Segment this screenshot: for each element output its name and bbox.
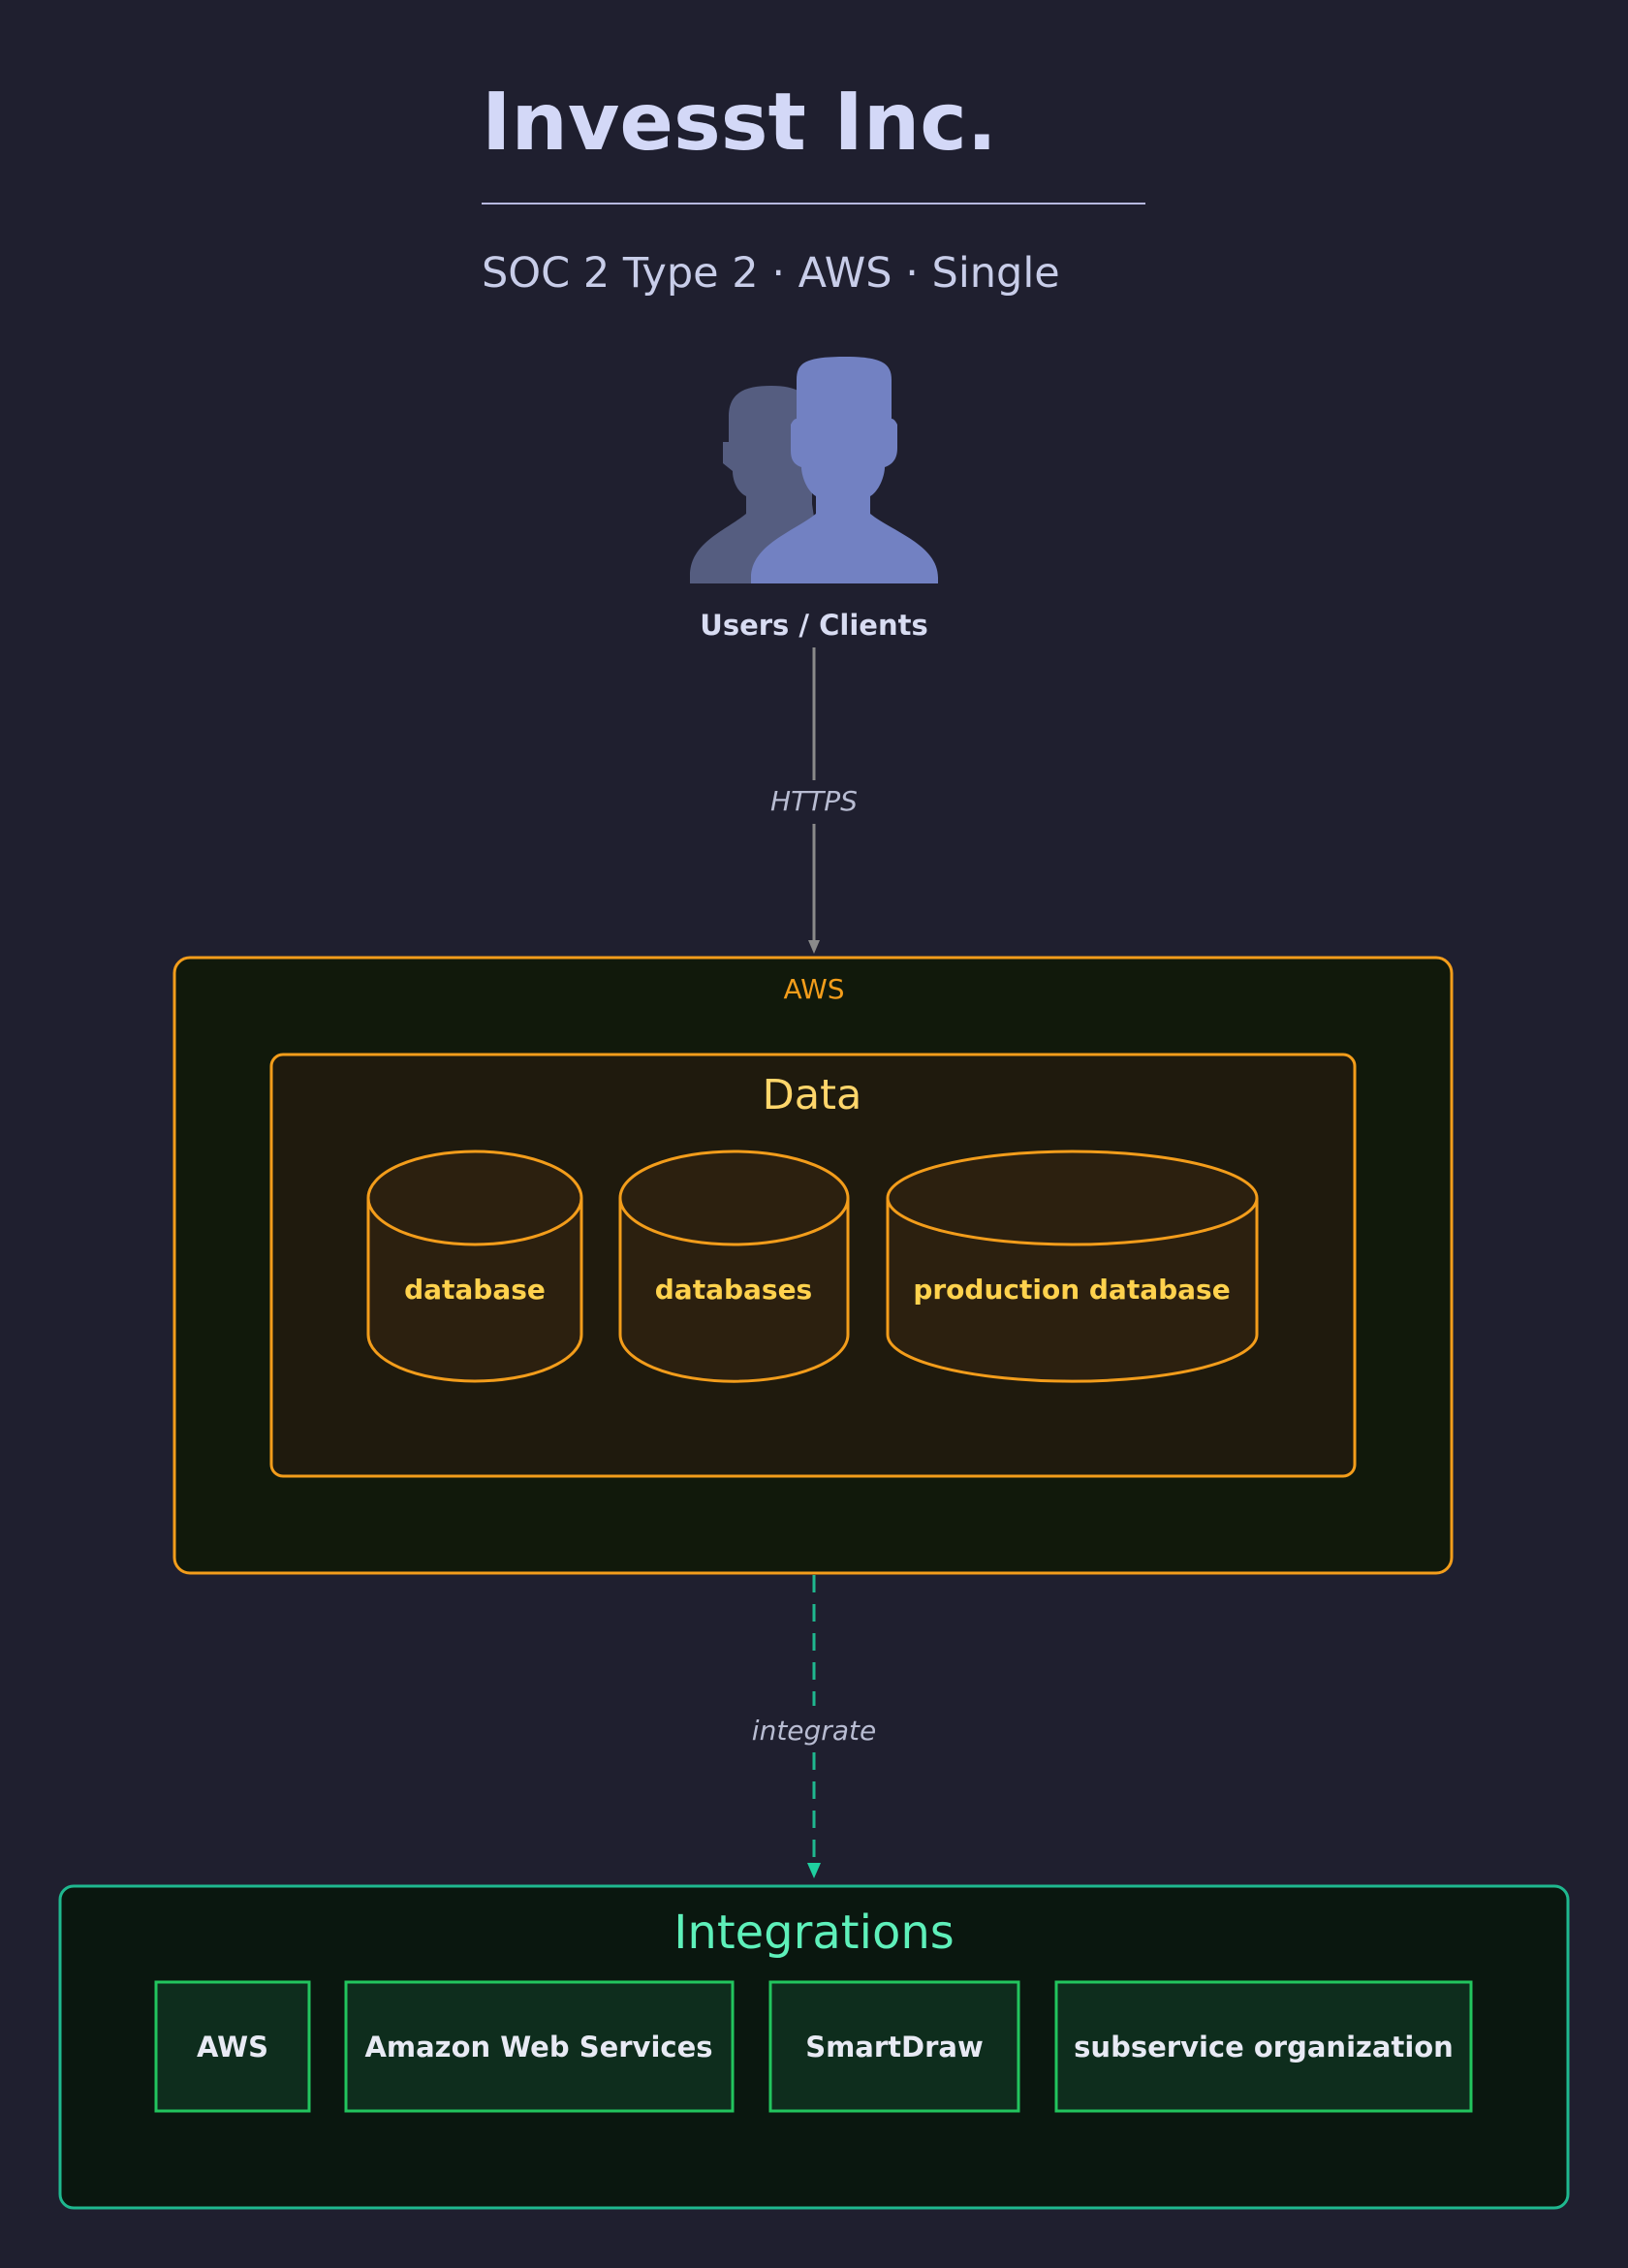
page-title: Invesst Inc. — [482, 77, 997, 169]
integration-smartdraw: SmartDraw — [768, 1980, 1020, 2113]
database-icon — [886, 1150, 1259, 1383]
integration-amazon-web-services-label: Amazon Web Services — [364, 2031, 712, 2063]
integration-subservice-organization: subservice organization — [1054, 1980, 1473, 2113]
integration-smartdraw-label: SmartDraw — [805, 2031, 984, 2063]
integration-aws-label: AWS — [197, 2031, 268, 2063]
database-cylinder: database — [366, 1150, 583, 1383]
databases-cylinder: databases — [618, 1150, 850, 1383]
integration-amazon-web-services: Amazon Web Services — [344, 1980, 735, 2113]
users-clients-label: Users / Clients — [700, 609, 927, 642]
database-icon — [366, 1150, 583, 1383]
integrate-edge-label: integrate — [752, 1715, 876, 1747]
page-subtitle: SOC 2 Type 2 · AWS · Single — [482, 249, 1060, 298]
production-database-cylinder: production database — [886, 1150, 1259, 1383]
production-database-label: production database — [913, 1274, 1230, 1306]
databases-label: databases — [655, 1274, 812, 1306]
database-label: database — [404, 1274, 546, 1306]
data-group-label: Data — [763, 1071, 862, 1119]
integration-aws: AWS — [154, 1980, 311, 2113]
users-icon — [690, 357, 938, 583]
integration-subservice-organization-label: subservice organization — [1074, 2031, 1454, 2063]
https-edge-label: HTTPS — [770, 785, 858, 817]
aws-boundary-label: AWS — [783, 973, 844, 1005]
database-icon — [618, 1150, 850, 1383]
integrations-label: Integrations — [673, 1906, 955, 1960]
